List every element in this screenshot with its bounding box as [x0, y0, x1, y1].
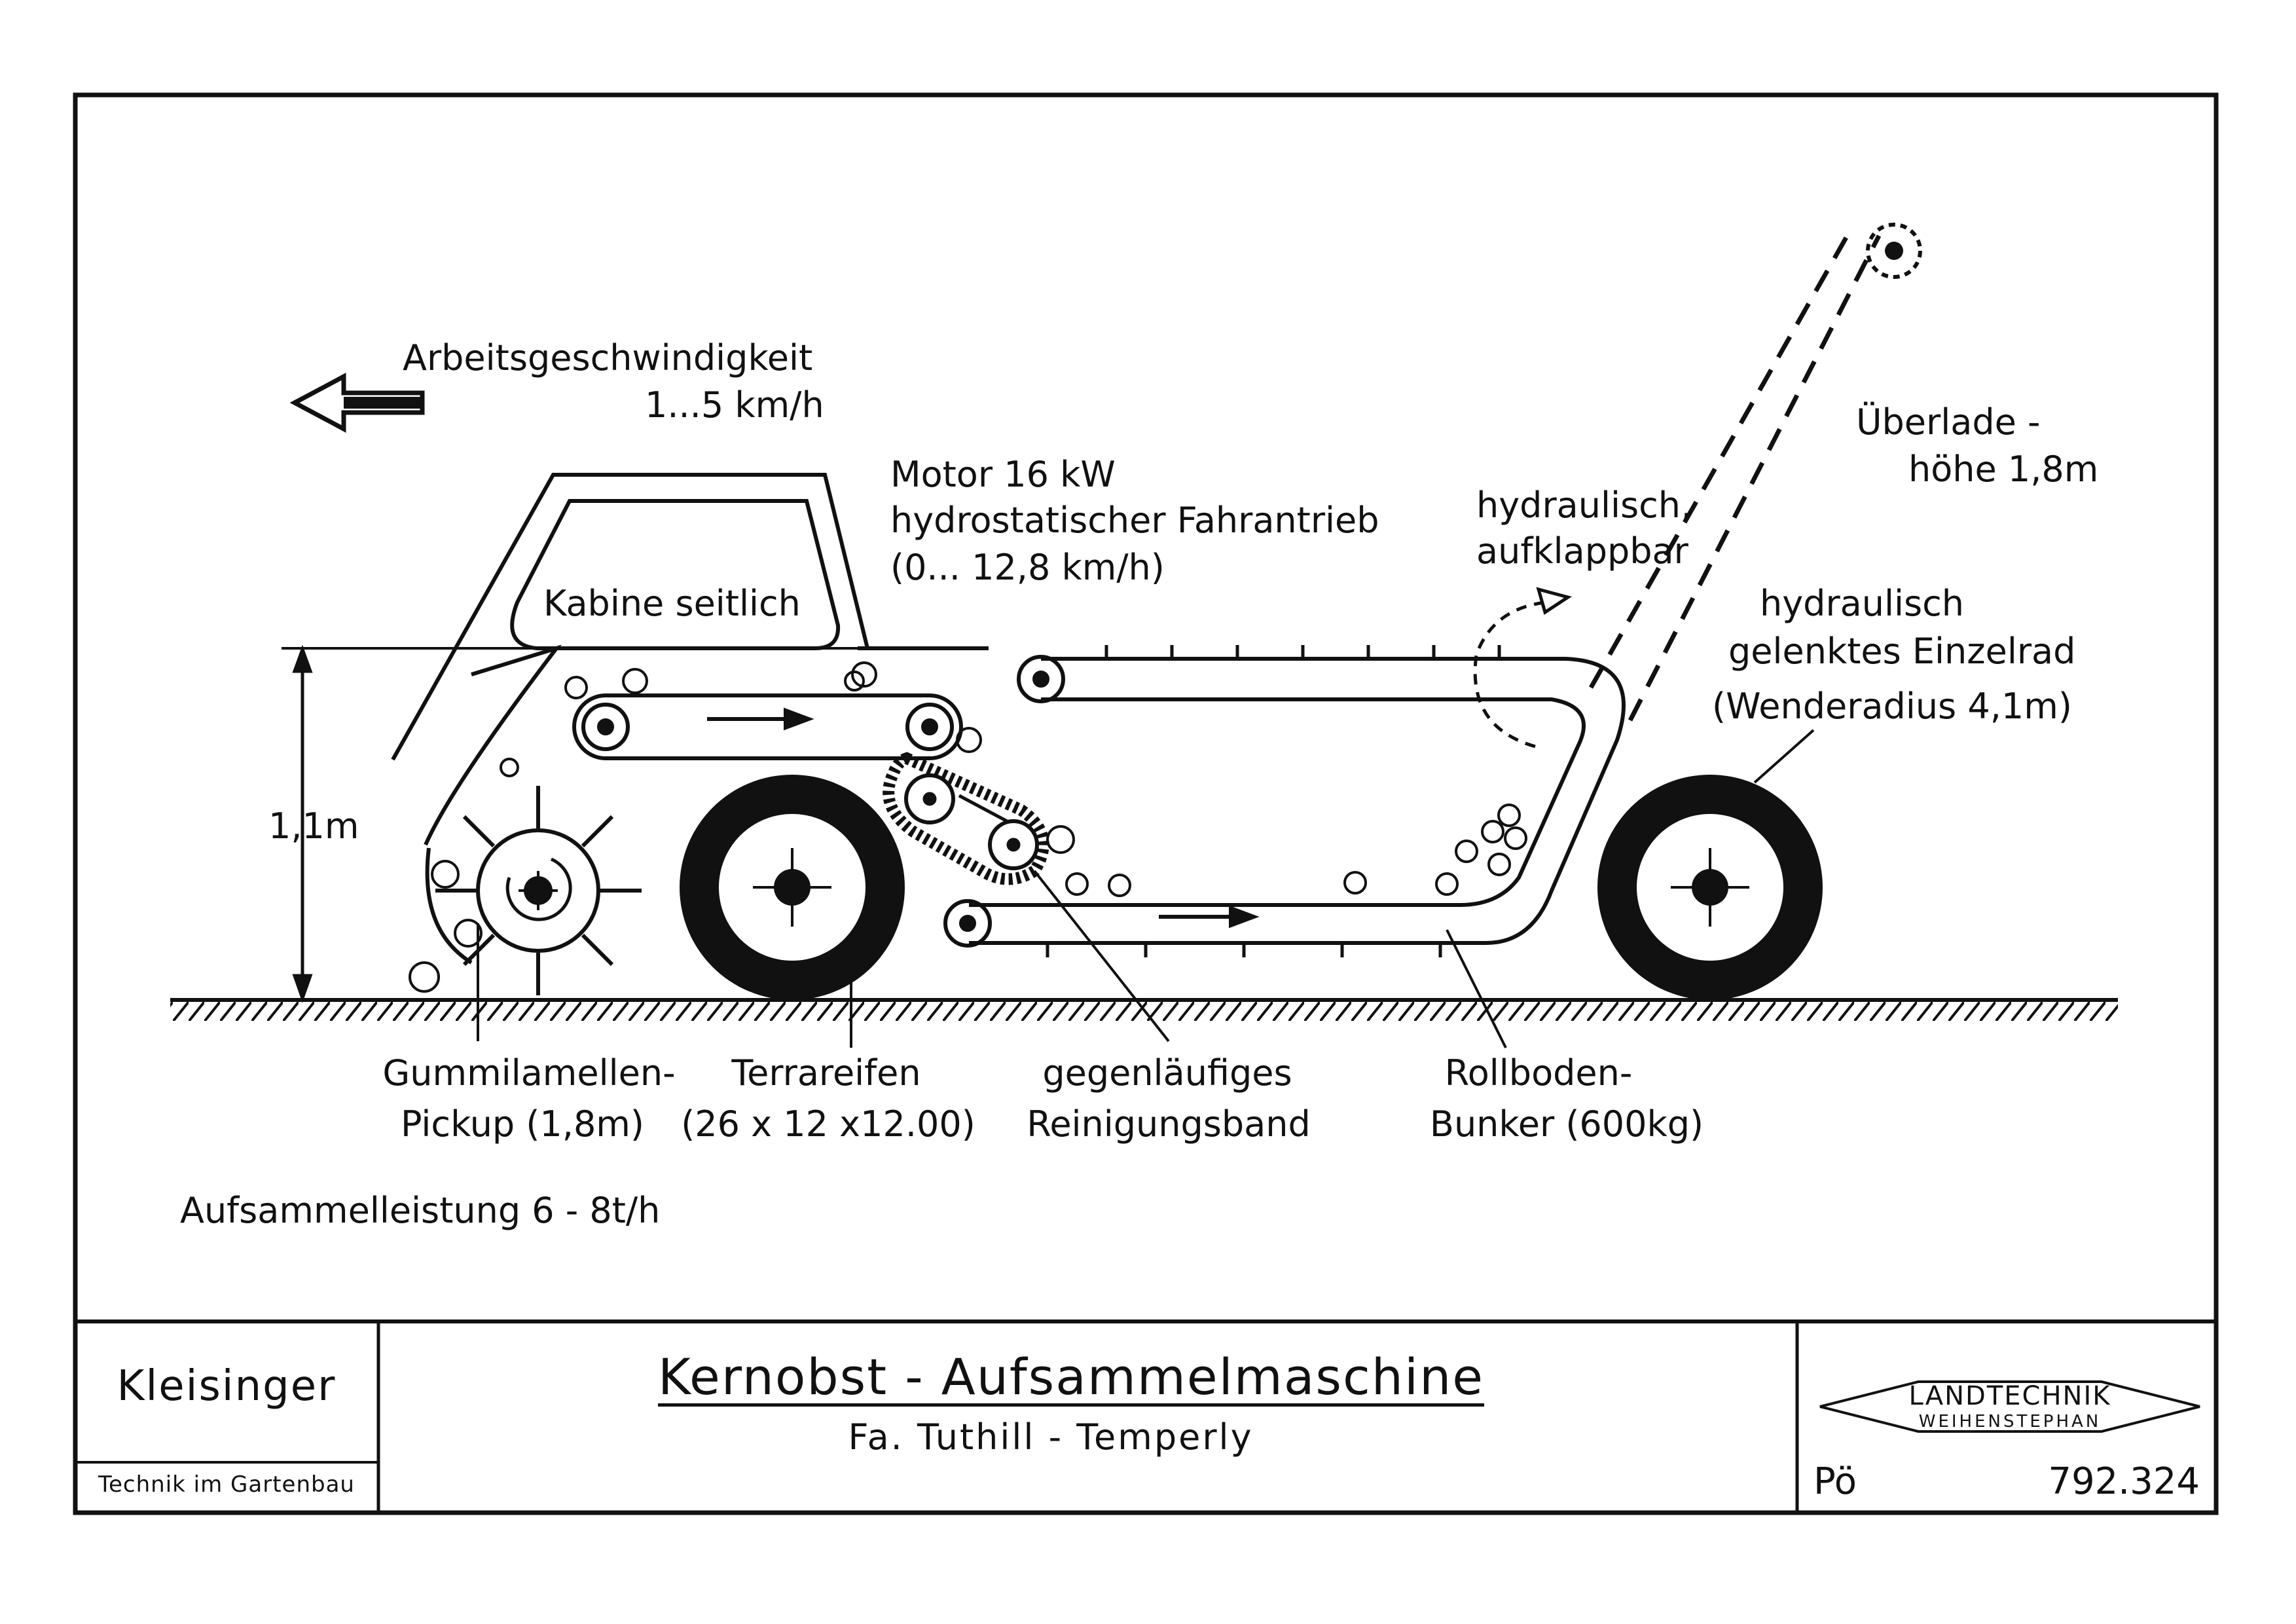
speed-value: 1...5 km/h [645, 384, 824, 426]
cabin-label: Kabine seitlich [543, 583, 801, 624]
drawing-subtitle: Fa. Tuthill - Temperly [848, 1416, 1254, 1458]
steer-label-line3: (Wenderadius 4,1m) [1712, 686, 2072, 727]
feed-conveyor [572, 693, 963, 760]
fruit [409, 661, 1527, 993]
steer-label-line2: gelenktes Einzelrad [1728, 631, 2076, 672]
speed-label: Arbeitsgeschwindigkeit [403, 337, 813, 378]
belt-label-line1: gegenläufiges [1042, 1052, 1292, 1094]
pickup-label-line1: Gummilamellen- [382, 1052, 676, 1094]
motor-label-line2: hydrostatischer Fahrantrieb [890, 500, 1379, 541]
rear-wheel [1597, 775, 1823, 1000]
fold-label-line1: hydraulisch, [1476, 485, 1692, 526]
drawing-number: 792.324 [2048, 1460, 2200, 1503]
overload-label-line1: Überlade - [1856, 401, 2041, 443]
pickup-reel [435, 786, 642, 995]
pickup-label-line2: Pickup (1,8m) [401, 1103, 644, 1145]
bunker [943, 645, 1626, 957]
landtechnik-logo [1819, 1380, 2200, 1433]
fold-arrow-icon [1536, 587, 1573, 615]
drawing-frame [73, 92, 2219, 1515]
department: Technik im Gartenbau [98, 1471, 355, 1498]
tyre-label-line2: (26 x 12 x12.00) [681, 1103, 975, 1145]
tyre-label-line1: Terrareifen [731, 1052, 921, 1094]
fold-label-line2: aufklappbar [1476, 530, 1688, 572]
overload-label-line2: höhe 1,8m [1908, 449, 2099, 490]
bunker-label-line1: Rollboden- [1444, 1052, 1633, 1094]
fold-indicator [1473, 600, 1546, 748]
front-tyre [680, 775, 905, 1000]
drawer-initials: Pö [1813, 1460, 1857, 1503]
bunker-label-line2: Bunker (600kg) [1429, 1103, 1704, 1145]
cleaning-belt [883, 752, 1049, 885]
belt-label-line2: Reinigungsband [1027, 1103, 1311, 1145]
steer-label-line1: hydraulisch [1760, 583, 1965, 624]
leader-lines [477, 729, 1815, 1048]
motor-label-line1: Motor 16 kW [890, 454, 1116, 495]
capacity-label: Aufsammelleistung 6 - 8t/h [180, 1190, 661, 1231]
direction-arrow-icon [289, 373, 425, 433]
logo-line1: LANDTECHNIK [1908, 1381, 2111, 1411]
drawing-title: Kernobst - Aufsammelmaschine [658, 1348, 1484, 1406]
height-label: 1,1m [268, 805, 359, 847]
author-name: Kleisinger [117, 1362, 337, 1411]
motor-label-line3: (0... 12,8 km/h) [890, 547, 1165, 588]
overload-elevator [1588, 223, 1922, 722]
cabin [391, 473, 989, 965]
logo-line2: WEIHENSTEPHAN [1918, 1412, 2102, 1431]
